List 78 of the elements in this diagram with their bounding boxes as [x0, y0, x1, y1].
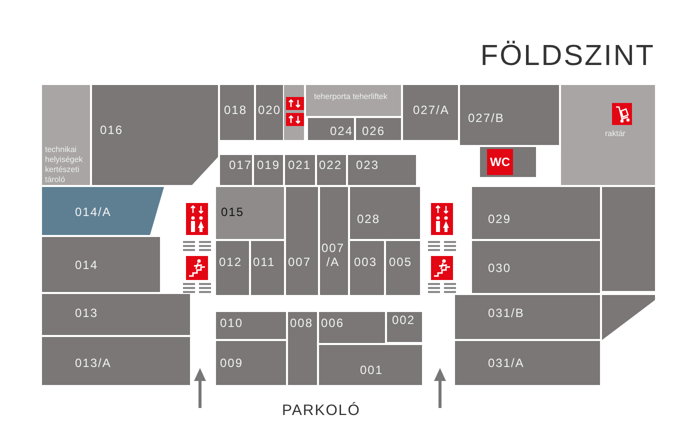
- floor-title: FÖLDSZINT: [480, 40, 655, 73]
- room-area: [92, 85, 218, 185]
- room-area: [306, 85, 401, 116]
- room-number: 027/B: [468, 111, 504, 125]
- room-area: [319, 312, 385, 343]
- room-number: 028: [357, 212, 380, 226]
- room-area: [455, 295, 600, 339]
- room-area: [216, 341, 286, 385]
- room-number: 009: [220, 356, 244, 370]
- room-area: [455, 341, 600, 385]
- room-area: [42, 85, 90, 185]
- room-area: [561, 85, 655, 185]
- room-number: 013/A: [75, 356, 112, 370]
- room-area: [220, 155, 252, 185]
- room-area: [285, 155, 315, 185]
- room-number: 015: [221, 205, 244, 219]
- room-number: 010: [220, 316, 244, 330]
- room-area: [350, 187, 420, 239]
- room-area: [403, 85, 458, 140]
- room-area: [308, 118, 354, 140]
- room-number: 005: [389, 255, 412, 269]
- room-area: [216, 312, 286, 339]
- restroom-sign: WC: [487, 149, 513, 175]
- room-label: technikai helyiségek kertészeti tároló: [45, 145, 84, 185]
- room-label: raktár: [605, 129, 626, 139]
- room-area: [216, 187, 284, 239]
- room-number: 011: [253, 255, 276, 269]
- room-number: 027/A: [413, 103, 450, 117]
- room-number: 018: [224, 103, 248, 117]
- room-number: 022: [319, 158, 342, 172]
- room-number: 031/A: [488, 356, 524, 370]
- room-area: [216, 241, 249, 295]
- room-number: 026: [362, 124, 386, 138]
- area-label: PARKOLÓ: [282, 402, 360, 419]
- room-number: 020: [258, 103, 282, 117]
- room-area: [387, 312, 422, 342]
- room-area: [317, 155, 346, 185]
- room-area: [256, 85, 283, 140]
- room-area: [254, 155, 283, 185]
- room-area: [42, 237, 160, 292]
- room-number: 029: [488, 212, 512, 226]
- room-area: [480, 147, 536, 177]
- room-number: 014: [75, 258, 98, 272]
- room-area: [288, 312, 317, 385]
- room-number: 014/A: [75, 205, 112, 219]
- room-number: 017: [229, 158, 252, 172]
- room-number: 030: [488, 261, 512, 275]
- room-number: 003: [354, 255, 378, 269]
- room-number: 007: [288, 255, 312, 269]
- room-number: 006: [321, 316, 344, 330]
- room-area: [472, 241, 600, 293]
- room-number: 013: [75, 306, 98, 320]
- room-label: teherporta teherliftek: [314, 92, 388, 102]
- room-number: 024: [330, 124, 354, 138]
- room-number: 007 /A: [321, 241, 345, 269]
- room-area: [42, 294, 190, 335]
- room-area: [348, 155, 416, 185]
- room-number: 019: [257, 158, 280, 172]
- room-area: [350, 241, 384, 295]
- room-area: [42, 187, 164, 235]
- room-number: 021: [288, 158, 312, 172]
- room-number: 016: [100, 123, 124, 137]
- room-number: 008: [290, 316, 314, 330]
- room-number: 031/B: [488, 306, 524, 320]
- room-number: 012: [219, 255, 242, 269]
- room-area: [319, 345, 422, 385]
- room-area: [460, 85, 559, 145]
- room-number: 023: [356, 158, 380, 172]
- room-area: [220, 85, 254, 140]
- room-area: [472, 187, 600, 239]
- room-area: [286, 187, 318, 295]
- room-number: 001: [360, 363, 384, 377]
- room-area: [356, 118, 401, 140]
- room-area: [320, 187, 348, 295]
- room-number: 002: [392, 313, 416, 327]
- room-area: [251, 241, 284, 295]
- room-area: [386, 241, 420, 295]
- room-area: [42, 337, 190, 385]
